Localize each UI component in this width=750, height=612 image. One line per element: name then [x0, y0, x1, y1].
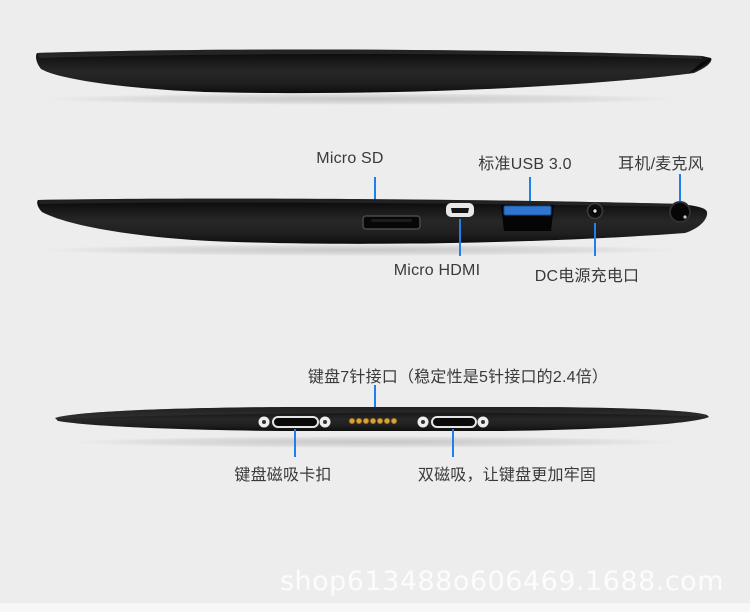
pogo-pins: [348, 417, 398, 425]
leader-line-headphone: [679, 174, 681, 201]
leader-line-usb3: [529, 177, 531, 206]
edge-corner: [688, 58, 711, 74]
leader-line-micro-sd: [374, 177, 376, 213]
edge-highlight: [38, 198, 680, 207]
device-body: [36, 49, 712, 94]
pogo-pin: [383, 417, 391, 425]
magnetic-latch-left: [258, 416, 331, 428]
tablet-keyboard-edge: [55, 407, 709, 448]
leader-line-7pin: [374, 385, 376, 412]
pogo-pin: [362, 417, 370, 425]
pogo-pin: [369, 417, 377, 425]
label-usb3: 标准USB 3.0: [478, 156, 572, 173]
label-micro-hdmi: Micro HDMI: [393, 262, 481, 279]
edge-highlight: [55, 407, 707, 419]
pogo-pin: [390, 417, 398, 425]
edge-highlight: [37, 49, 702, 59]
pogo-pin: [348, 417, 356, 425]
leader-line-micro-hdmi: [459, 219, 461, 256]
label-micro-sd: Micro SD: [316, 150, 384, 167]
bottom-band: [0, 603, 750, 612]
watermark: shop613488o606469.1688.com: [279, 566, 724, 597]
device-shadow: [40, 93, 680, 105]
micro-hdmi-port: [446, 203, 474, 217]
leader-line-latch: [294, 429, 296, 457]
tablet-port-edge: [37, 198, 708, 256]
pogo-pin: [355, 417, 363, 425]
usb3-port: [501, 205, 554, 231]
label-headphone-mic: 耳机/麦克风: [618, 156, 704, 173]
magnetic-latch-right: [417, 416, 489, 428]
pogo-pin: [376, 417, 384, 425]
label-magnet: 双磁吸，让键盘更加牢固: [417, 467, 597, 484]
tablet-top-edge: [36, 49, 712, 105]
micro-sd-slot: [362, 215, 421, 230]
label-7pin-connector: 键盘7针接口（稳定性是5针接口的2.4倍）: [307, 369, 609, 386]
label-latch: 键盘磁吸卡扣: [234, 467, 332, 484]
dc-power-port: [586, 202, 604, 220]
label-dc-power: DC电源充电口: [534, 268, 640, 285]
device-shadow: [40, 244, 680, 256]
leader-line-magnet: [452, 429, 454, 457]
leader-line-dc-power: [594, 223, 596, 256]
headphone-jack: [669, 201, 691, 223]
device-shadow: [70, 436, 680, 448]
